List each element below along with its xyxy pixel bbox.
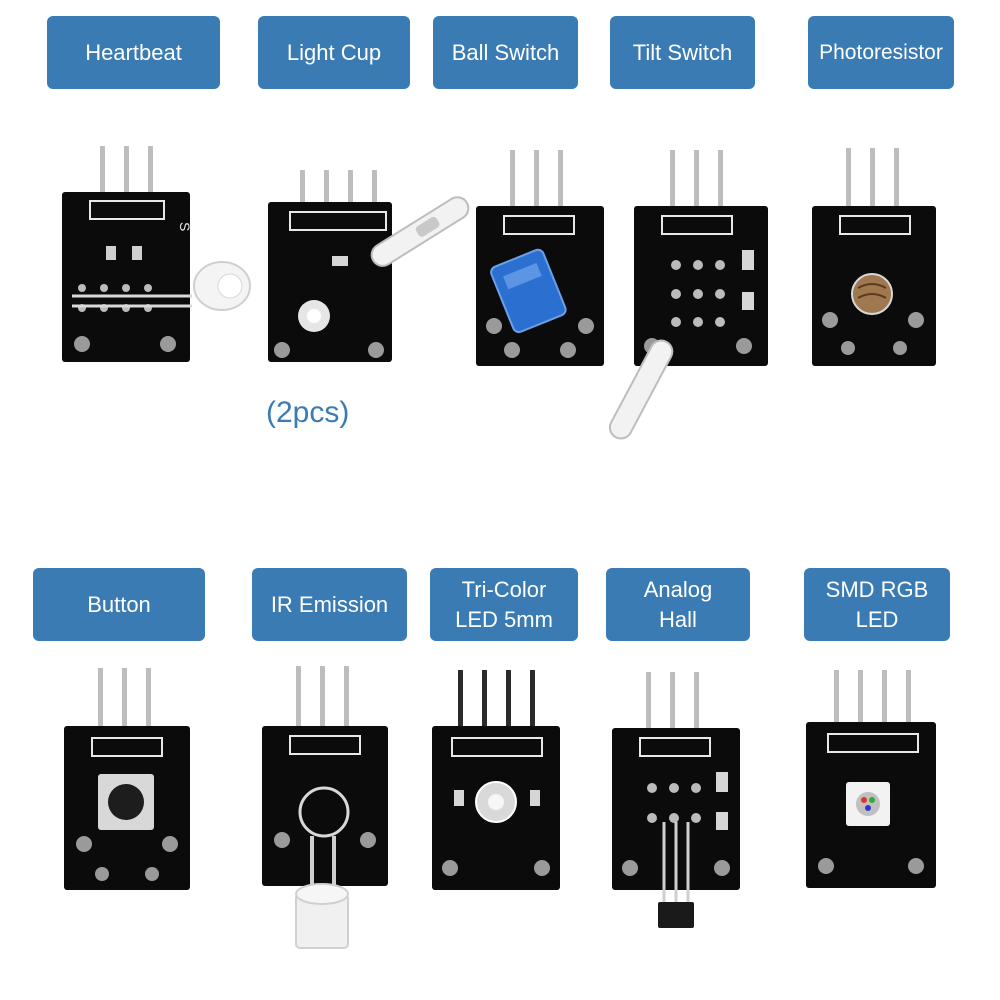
label-smd-rgb-led: SMD RGB LED	[804, 568, 950, 641]
label-light-cup: Light Cup	[258, 16, 410, 89]
button-module-photo	[64, 668, 204, 898]
label-tilt-switch: Tilt Switch	[610, 16, 755, 89]
heartbeat-module-photo: S	[62, 146, 262, 366]
quantity-note: (2pcs)	[266, 396, 350, 429]
ir-emission-module-photo	[262, 666, 402, 986]
label-heartbeat: Heartbeat	[47, 16, 220, 89]
label-photoresistor: Photoresistor	[808, 16, 954, 89]
ball-switch-module-photo	[476, 150, 616, 370]
label-ball-switch: Ball Switch	[433, 16, 578, 89]
label-ir-emission: IR Emission	[252, 568, 407, 641]
analog-hall-module-photo	[612, 672, 752, 952]
silk-s: S	[177, 222, 193, 231]
tri-color-led-module-photo	[432, 670, 572, 900]
photoresistor-module-photo	[812, 148, 952, 368]
label-tri-color-led: Tri-Color LED 5mm	[430, 568, 578, 641]
label-button: Button	[33, 568, 205, 641]
smd-rgb-led-module-photo	[806, 670, 946, 900]
light-cup-module-photo	[268, 164, 478, 374]
tilt-switch-module-photo	[602, 150, 782, 440]
label-analog-hall: Analog Hall	[606, 568, 750, 641]
